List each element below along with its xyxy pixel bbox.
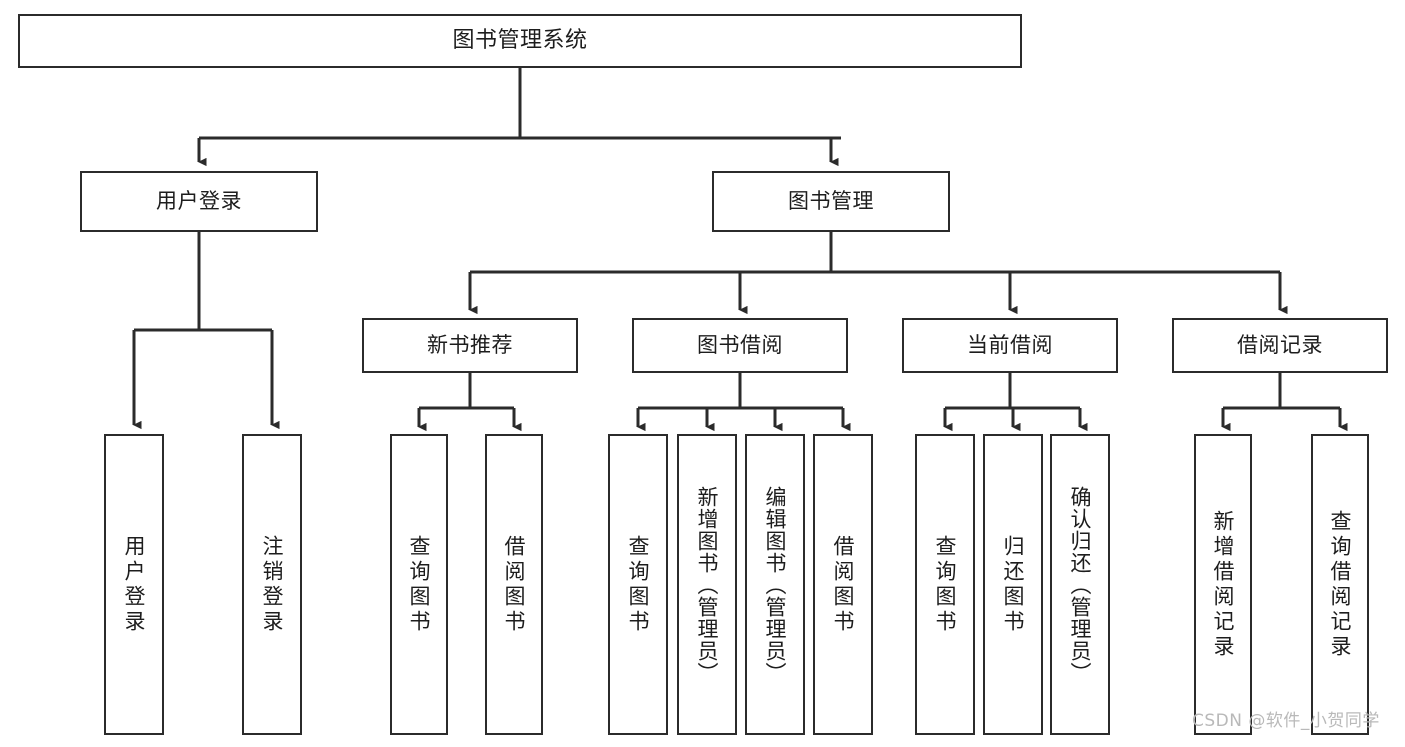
node-leaf-logout-label: 注销登录 bbox=[260, 534, 285, 635]
node-current-borrow-label: 当前借阅 bbox=[967, 333, 1053, 358]
node-leaf-confirm-return-label: 确认归还（管理员） bbox=[1068, 485, 1093, 684]
node-leaf-query-book-borrow[interactable]: 查询图书 bbox=[608, 434, 668, 735]
node-leaf-borrow-book-new[interactable]: 借阅图书 bbox=[485, 434, 543, 735]
node-leaf-return-book-label: 归还图书 bbox=[1001, 534, 1026, 635]
node-root-label: 图书管理系统 bbox=[452, 28, 588, 54]
node-leaf-query-book-current-label: 查询图书 bbox=[933, 534, 958, 635]
node-leaf-add-borrow-record-label: 新增借阅记录 bbox=[1211, 509, 1236, 660]
node-book-management-label: 图书管理 bbox=[788, 189, 874, 214]
node-user-login-label: 用户登录 bbox=[156, 189, 242, 214]
node-leaf-logout[interactable]: 注销登录 bbox=[242, 434, 302, 735]
node-new-book-recommend[interactable]: 新书推荐 bbox=[362, 318, 578, 373]
node-leaf-query-book-new[interactable]: 查询图书 bbox=[390, 434, 448, 735]
node-leaf-query-borrow-record[interactable]: 查询借阅记录 bbox=[1311, 434, 1369, 735]
node-leaf-edit-book[interactable]: 编辑图书（管理员） bbox=[745, 434, 805, 735]
node-borrow-record-label: 借阅记录 bbox=[1237, 333, 1323, 358]
node-leaf-confirm-return[interactable]: 确认归还（管理员） bbox=[1050, 434, 1110, 735]
node-leaf-query-book-current[interactable]: 查询图书 bbox=[915, 434, 975, 735]
node-leaf-borrow-book-new-label: 借阅图书 bbox=[502, 534, 527, 635]
node-leaf-add-borrow-record[interactable]: 新增借阅记录 bbox=[1194, 434, 1252, 735]
node-new-book-recommend-label: 新书推荐 bbox=[427, 333, 513, 358]
node-leaf-query-borrow-record-label: 查询借阅记录 bbox=[1328, 509, 1353, 660]
node-root[interactable]: 图书管理系统 bbox=[18, 14, 1022, 68]
node-leaf-add-book[interactable]: 新增图书（管理员） bbox=[677, 434, 737, 735]
node-leaf-return-book[interactable]: 归还图书 bbox=[983, 434, 1043, 735]
node-leaf-query-book-new-label: 查询图书 bbox=[407, 534, 432, 635]
node-current-borrow[interactable]: 当前借阅 bbox=[902, 318, 1118, 373]
node-borrow-record[interactable]: 借阅记录 bbox=[1172, 318, 1388, 373]
node-book-borrow[interactable]: 图书借阅 bbox=[632, 318, 848, 373]
node-leaf-edit-book-label: 编辑图书（管理员） bbox=[763, 485, 788, 684]
node-leaf-borrow-book-label: 借阅图书 bbox=[831, 534, 856, 635]
node-user-login[interactable]: 用户登录 bbox=[80, 171, 318, 232]
node-leaf-query-book-borrow-label: 查询图书 bbox=[626, 534, 651, 635]
node-book-management[interactable]: 图书管理 bbox=[712, 171, 950, 232]
csdn-watermark: CSDN @软件_小贺同学 bbox=[1192, 711, 1380, 731]
node-leaf-user-login-label: 用户登录 bbox=[122, 534, 147, 635]
node-book-borrow-label: 图书借阅 bbox=[697, 333, 783, 358]
node-leaf-user-login[interactable]: 用户登录 bbox=[104, 434, 164, 735]
node-leaf-add-book-label: 新增图书（管理员） bbox=[695, 485, 720, 684]
node-leaf-borrow-book[interactable]: 借阅图书 bbox=[813, 434, 873, 735]
